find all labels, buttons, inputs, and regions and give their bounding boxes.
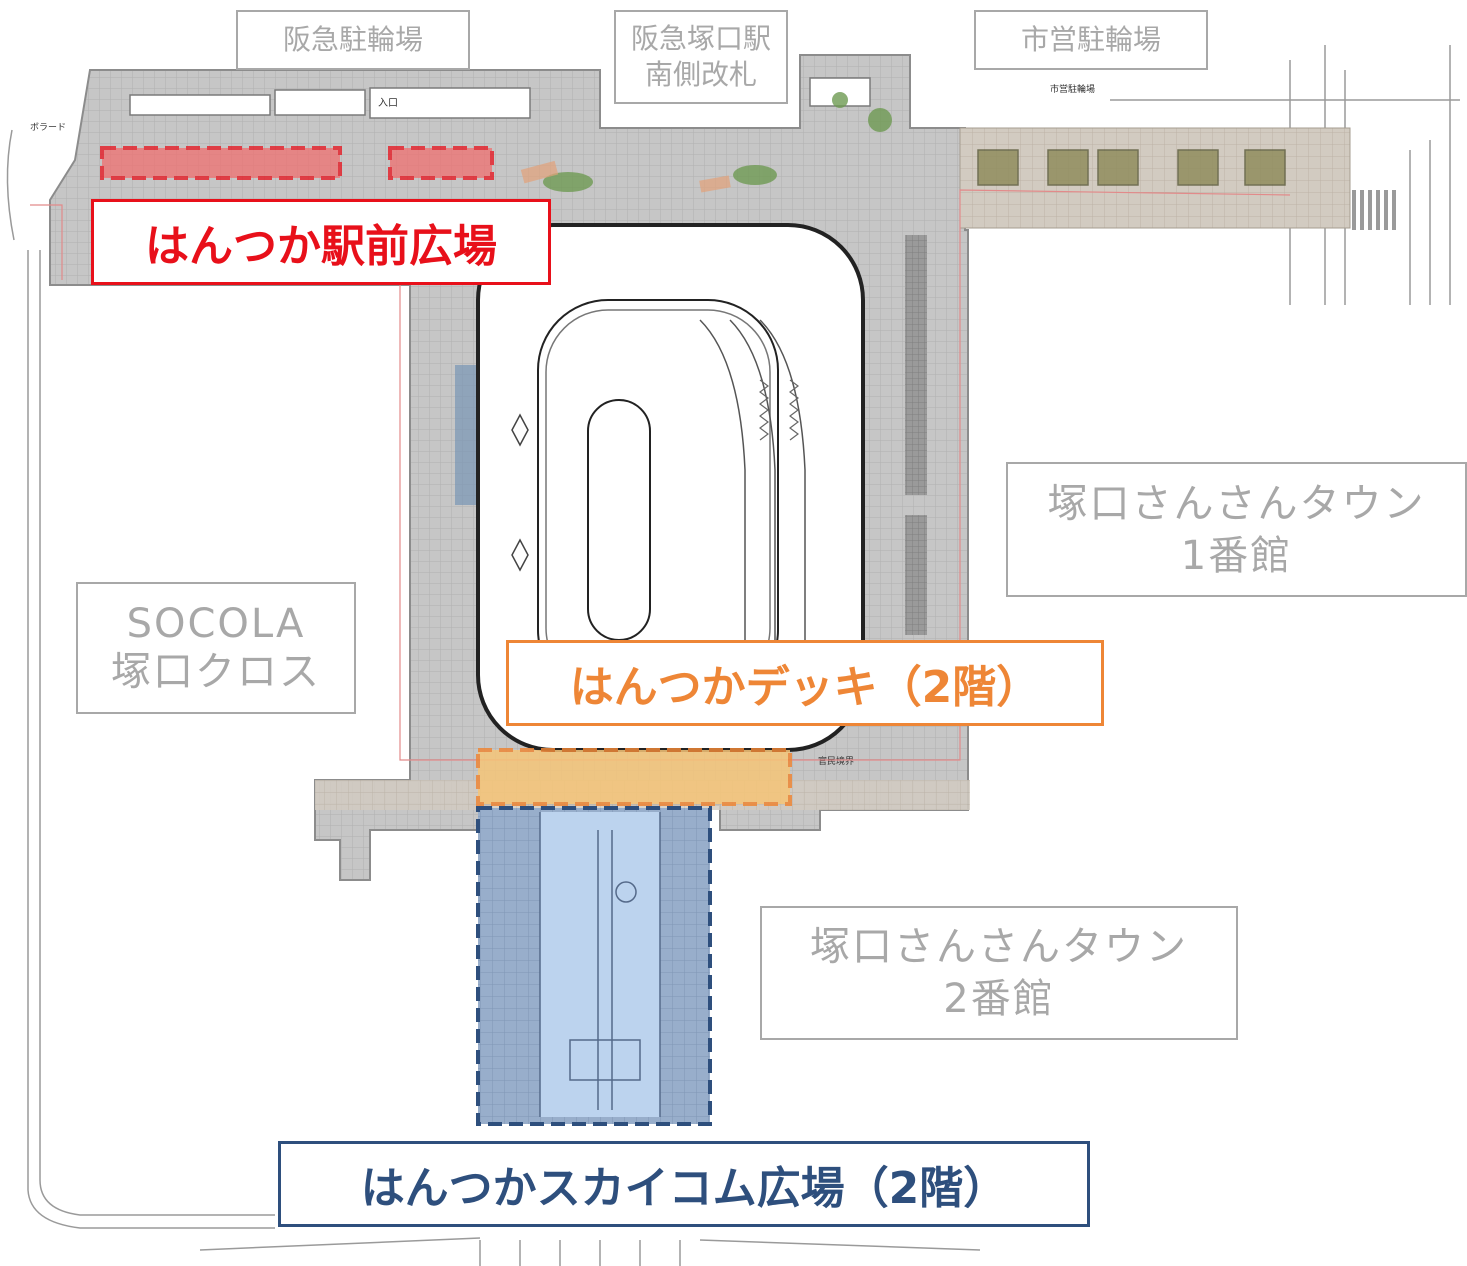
station-plaza-highlights: [100, 146, 494, 180]
sansan-town-1-label: 塚口さんさんタウン 1番館: [1006, 462, 1467, 597]
socola-label: SOCOLA 塚口クロス: [76, 582, 356, 714]
socola-line2: 塚口クロス: [111, 649, 321, 695]
skycom-plaza-text: はんつかスカイコム広場（2階）: [360, 1163, 1008, 1214]
boundary-line: [30, 189, 1291, 761]
east-dark-strip-1: [905, 235, 927, 495]
socola-line1: SOCOLA: [126, 601, 306, 647]
station-gate-line2: 南側改札: [644, 58, 757, 91]
sansan-town-2-label: 塚口さんさんタウン 2番館: [760, 906, 1238, 1040]
sansan-town-2-line2: 2番館: [943, 976, 1055, 1022]
sansan-town-2-line1: 塚口さんさんタウン: [810, 924, 1188, 970]
boundary-annotation: 官民境界: [818, 755, 854, 767]
station-gate-line1: 阪急塚口駅: [630, 22, 771, 55]
skycom-plaza-lines: [539, 812, 661, 1117]
station-plaza-text: はんつか駅前広場: [145, 221, 497, 272]
orange-patches: [520, 160, 731, 193]
skycom-plaza-label: はんつかスカイコム広場（2階）: [278, 1141, 1090, 1227]
hankyu-bicycle-parking-label: 阪急駐輪場: [236, 10, 470, 70]
east-dark-strip-2: [905, 515, 927, 635]
west-blue-strip: [455, 365, 477, 505]
sansan-town-1-line1: 塚口さんさんタウン: [1047, 480, 1426, 527]
deck-highlight: [476, 748, 792, 806]
diamond-marks: [511, 413, 529, 572]
deck-text: はんつかデッキ（2階）: [569, 662, 1041, 713]
central-island: [587, 399, 651, 641]
green-plants: [543, 92, 892, 192]
crosswalk: [1352, 190, 1396, 230]
sansan-town-1-line2: 1番館: [1180, 532, 1293, 579]
city-bicycle-parking-text: 市営駐輪場: [1020, 23, 1161, 56]
planters: [977, 149, 1286, 186]
city-parking-annotation: 市営駐輪場: [1050, 83, 1095, 95]
skycom-plaza-center: [540, 812, 660, 1117]
bollard-annotation: ボラード: [30, 122, 66, 133]
deck-label: はんつかデッキ（2階）: [506, 640, 1104, 726]
hankyu-bicycle-parking-text: 阪急駐輪場: [282, 23, 423, 56]
station-plaza-label: はんつか駅前広場: [91, 199, 551, 285]
entrance-annotation: 入口: [378, 98, 398, 109]
city-bicycle-parking-label: 市営駐輪場: [974, 10, 1208, 70]
bus-bays: [699, 319, 806, 640]
station-south-gate-label: 阪急塚口駅 南側改札: [614, 10, 788, 104]
zebra-marks: [759, 379, 799, 441]
